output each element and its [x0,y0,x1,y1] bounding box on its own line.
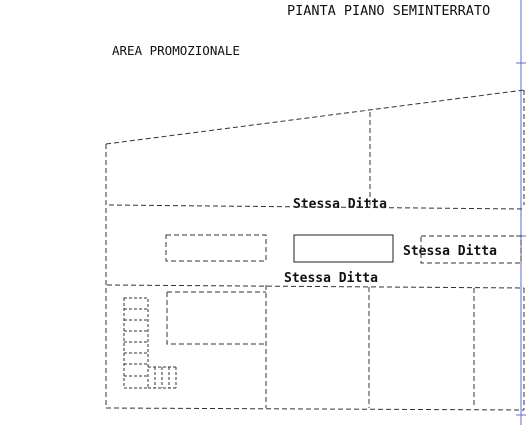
staircase [123,297,178,389]
tenant-label-upper: Stessa Ditta [293,197,387,212]
plan-title: PIANTA PIANO SEMINTERRATO [287,3,490,19]
tenant-label-middle: Stessa Ditta [284,271,378,286]
lower-zone-partitions [105,285,525,411]
dashed-room-right [420,235,522,264]
middle-zone [106,234,525,289]
dashed-room-left [165,234,267,262]
solid-room-center [293,234,394,263]
area-label: AREA PROMOZIONALE [112,43,240,58]
upper-zone-outline [105,89,525,408]
tenant-label-right: Stessa Ditta [403,244,497,259]
